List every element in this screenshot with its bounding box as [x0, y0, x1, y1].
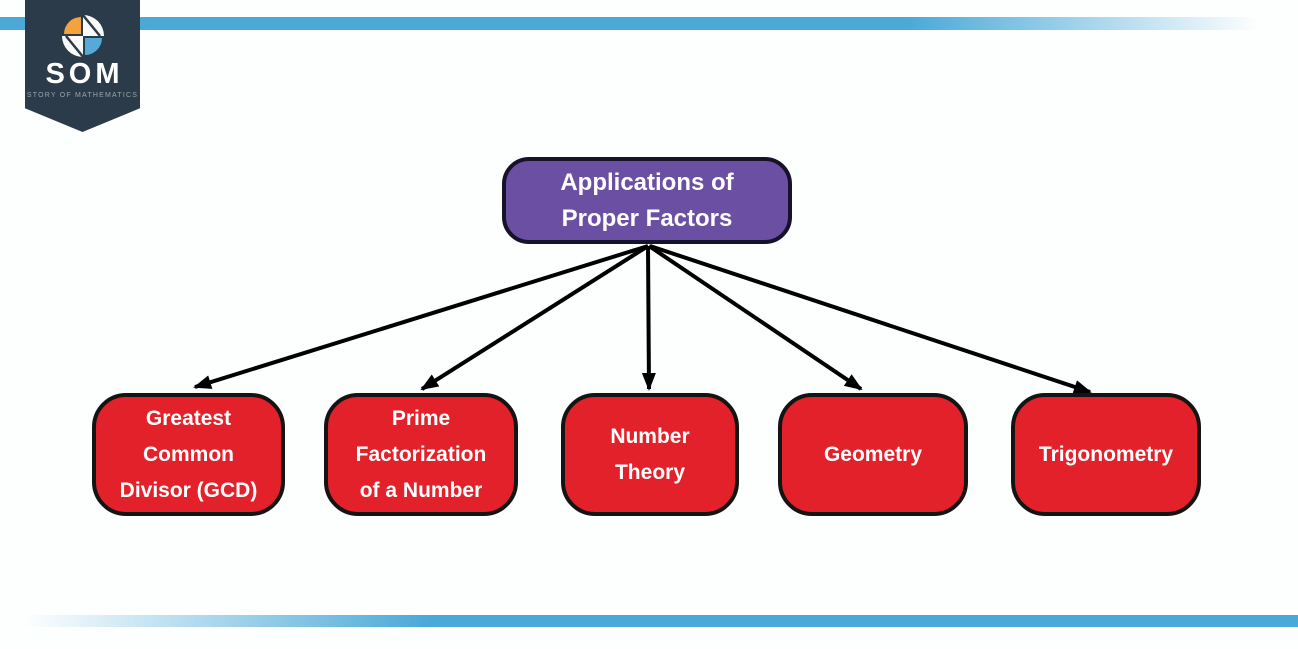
arrow-root-to-geometry: [647, 244, 863, 391]
bottom-accent-line: [0, 615, 1298, 627]
child-node-label: Greatest Common Divisor (GCD): [119, 406, 258, 502]
brand-badge: SOM STORY OF MATHEMATICS: [25, 0, 140, 132]
som-logo-icon: [61, 13, 104, 59]
child-node-geometry: Geometry: [778, 393, 968, 516]
root-node-label: Applications of Proper Factors: [560, 168, 734, 232]
child-node-label: Geometry: [823, 442, 923, 466]
brand-name: SOM: [45, 58, 124, 90]
brand-tagline: STORY OF MATHEMATICS: [26, 92, 139, 99]
child-node-gcd: Greatest Common Divisor (GCD): [92, 393, 285, 516]
child-node-number-theory: Number Theory: [561, 393, 739, 516]
child-node-trigonometry: Trigonometry: [1011, 393, 1201, 516]
child-node-prime-factorization: Prime Factorization of a Number: [324, 393, 518, 516]
root-node-applications-of-proper-factors: Applications of Proper Factors: [502, 157, 792, 244]
arrow-root-to-trigonometry: [649, 244, 1092, 394]
child-node-label: Prime Factorization of a Number: [355, 406, 487, 502]
arrow-root-to-prime: [420, 244, 650, 391]
top-accent-line: [0, 17, 1298, 30]
arrow-root-to-gcd: [193, 244, 649, 389]
arrow-root-to-number-theory: [641, 245, 656, 391]
child-node-label: Trigonometry: [1038, 442, 1174, 466]
child-node-label: Number Theory: [610, 424, 690, 484]
